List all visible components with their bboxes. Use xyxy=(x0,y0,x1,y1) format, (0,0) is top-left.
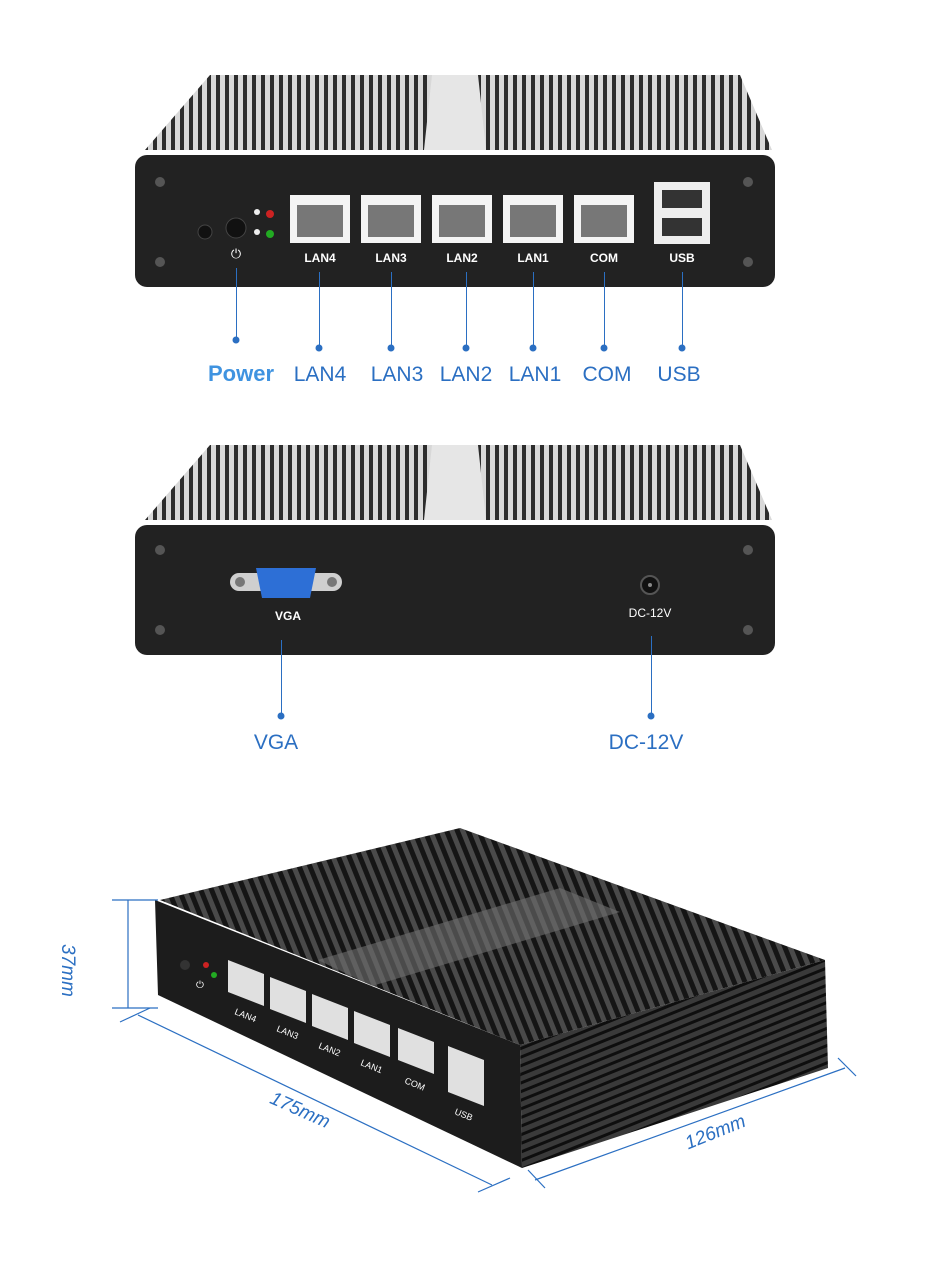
front-port-label: COM xyxy=(590,251,618,265)
screw-icon xyxy=(155,257,165,267)
iso-ports xyxy=(228,960,484,1106)
callout-dc: DC-12V xyxy=(608,731,684,754)
leader-line xyxy=(391,272,392,348)
rear-panel xyxy=(135,525,775,655)
leader-dot xyxy=(647,712,655,720)
callout-usb: USB xyxy=(657,363,701,386)
power-symbol-icon: ⏻ xyxy=(196,980,204,991)
leader-dot xyxy=(600,344,608,352)
front-port-label: USB xyxy=(669,251,695,265)
leader-dot xyxy=(315,344,323,352)
leader-line xyxy=(682,272,683,348)
callout-vga: VGA xyxy=(253,731,299,754)
usb-ports xyxy=(654,182,710,244)
front-port-label: LAN2 xyxy=(446,251,478,265)
power-symbol-icon: ⏻ xyxy=(231,247,241,262)
leader-dot xyxy=(678,344,686,352)
leader-dot xyxy=(387,344,395,352)
callout-lan3: LAN3 xyxy=(370,363,424,386)
front-port-label: LAN1 xyxy=(517,251,549,265)
leader-line xyxy=(651,636,652,716)
lan-ports xyxy=(290,195,634,243)
dimension-height: 37mm xyxy=(57,944,78,997)
callout-com: COM xyxy=(582,363,632,386)
leader-dot xyxy=(462,344,470,352)
leader-dot xyxy=(529,344,537,352)
screw-icon xyxy=(155,625,165,635)
callout-lan1: LAN1 xyxy=(508,363,562,386)
leader-line xyxy=(236,268,237,340)
callout-lan4: LAN4 xyxy=(293,363,347,386)
heatsink-side xyxy=(520,960,828,1168)
screw-icon xyxy=(743,545,753,555)
screw-icon xyxy=(155,177,165,187)
callout-lan2: LAN2 xyxy=(439,363,493,386)
screw-icon xyxy=(155,545,165,555)
front-view-device: ⏻ LAN4 LAN3 LAN2 LAN1 COM USB xyxy=(135,75,775,287)
front-port-label: LAN4 xyxy=(304,251,336,265)
isometric-view-device: ⏻ LAN4 LAN3 LAN2 LAN1 COM USB xyxy=(112,828,857,1193)
rear-view-device: VGA DC-12V xyxy=(135,445,775,655)
leader-line xyxy=(319,272,320,348)
leader-line xyxy=(466,272,467,348)
rear-port-label: DC-12V xyxy=(629,606,672,620)
leader-line xyxy=(533,272,534,348)
callout-power: Power xyxy=(207,361,275,386)
leader-line xyxy=(281,640,282,716)
screw-icon xyxy=(743,177,753,187)
dimension-lines xyxy=(112,899,857,1193)
screw-icon xyxy=(743,257,753,267)
power-button-icon xyxy=(225,217,247,239)
front-port-label: LAN3 xyxy=(375,251,407,265)
leader-dot xyxy=(232,336,240,344)
leader-line xyxy=(604,272,605,348)
screw-icon xyxy=(743,625,753,635)
rear-port-label: VGA xyxy=(275,609,301,623)
leader-dot xyxy=(277,712,285,720)
